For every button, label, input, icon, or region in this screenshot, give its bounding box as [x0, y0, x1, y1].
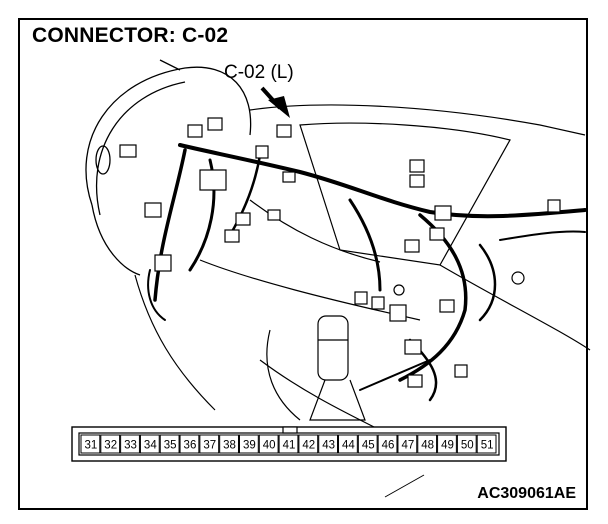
connector-pin-cell: [219, 434, 239, 454]
connector-pin-cell: [238, 434, 259, 454]
connector-pin: 40: [258, 434, 279, 454]
connector-pin: 51: [476, 434, 497, 454]
connector-pin-label: 43: [322, 440, 335, 452]
connector-pin-cell: [179, 434, 200, 454]
connector-pin: 35: [159, 434, 180, 454]
connector-pin: 43: [318, 434, 339, 454]
connector-pin: 38: [219, 434, 239, 454]
connector-pin-label: 47: [401, 440, 414, 452]
connector-pin-label: 40: [263, 440, 276, 452]
connector-pin-label: 48: [421, 440, 434, 452]
connector-pin-label: 41: [283, 440, 296, 452]
connector-pin: 48: [417, 434, 438, 454]
connector-pin-label: 49: [441, 440, 454, 452]
connector-pin: 32: [100, 434, 121, 454]
connector-pin: 49: [437, 434, 457, 454]
connector-pin-cell: [357, 434, 378, 454]
dashboard-panel: [134, 104, 591, 431]
leader-line: [384, 474, 425, 498]
connector-pin-label: 39: [243, 440, 256, 452]
connector-pin-label: 42: [302, 440, 315, 452]
connector-pin-label: 45: [362, 440, 375, 452]
callout-arrow: [260, 86, 290, 118]
connector-pin: 42: [298, 434, 319, 454]
connector-callout-label: C-02 (L): [224, 62, 294, 83]
connector-pin: 36: [179, 434, 200, 454]
connector-pin-label: 38: [223, 440, 236, 452]
connector-pin-cell: [139, 434, 160, 454]
connector-pin-cell: [199, 434, 220, 454]
connector-pin-cell: [377, 434, 398, 454]
connector-pin-cell: [258, 434, 279, 454]
connector-pin-cell: [318, 434, 339, 454]
connector-pin-label: 36: [184, 440, 197, 452]
connector-pin: 44: [338, 434, 358, 454]
connector-face: 31 32 33 34 35 36 37 38 39 40 41 42 43 44 45 46 47 48 49 50…: [71, 426, 507, 462]
connector-pin-label: 46: [382, 440, 395, 452]
connector-pin-cell: [298, 434, 319, 454]
connector-pin-label: 35: [164, 440, 177, 452]
connector-pin-cell: [417, 434, 438, 454]
connector-pin-cell: [437, 434, 457, 454]
connector-pin: 31: [80, 434, 101, 454]
connector-pin-label: 34: [144, 440, 157, 452]
steering-wheel: [85, 59, 252, 276]
harness-connectors: [119, 117, 561, 388]
connector-pin-cell: [80, 434, 101, 454]
connector-pin-cell: [338, 434, 358, 454]
connector-pin-cell: [100, 434, 121, 454]
connector-pin-label: 44: [342, 440, 355, 452]
connector-pin-cell: [120, 434, 140, 454]
connector-pin: 45: [357, 434, 378, 454]
connector-pin: 39: [238, 434, 259, 454]
wiring-harness: [147, 143, 587, 402]
connector-pin: 46: [377, 434, 398, 454]
connector-pin: 41: [278, 434, 299, 454]
connector-pin-label: 33: [124, 440, 137, 452]
connector-pin-cell: [278, 434, 299, 454]
connector-pin-label: 32: [104, 440, 117, 452]
connector-title: CONNECTOR: C-02: [32, 24, 229, 47]
connector-pin: 33: [120, 434, 140, 454]
connector-pin: 50: [456, 434, 477, 454]
connector-pin: 37: [199, 434, 220, 454]
connector-pin-label: 31: [85, 440, 98, 452]
connector-pin-cell: [456, 434, 477, 454]
connector-pin: 47: [397, 434, 418, 454]
connector-pin-cell: [397, 434, 418, 454]
connector-pin-label: 51: [481, 440, 494, 452]
connector-pin-cell: [159, 434, 180, 454]
connector-pin: 34: [139, 434, 160, 454]
reference-code: AC309061AE: [477, 485, 576, 502]
connector-pin-label: 50: [461, 440, 474, 452]
gear-shifter: [309, 315, 366, 421]
connector-pin-label: 37: [203, 440, 216, 452]
connector-pin-cell: [476, 434, 497, 454]
